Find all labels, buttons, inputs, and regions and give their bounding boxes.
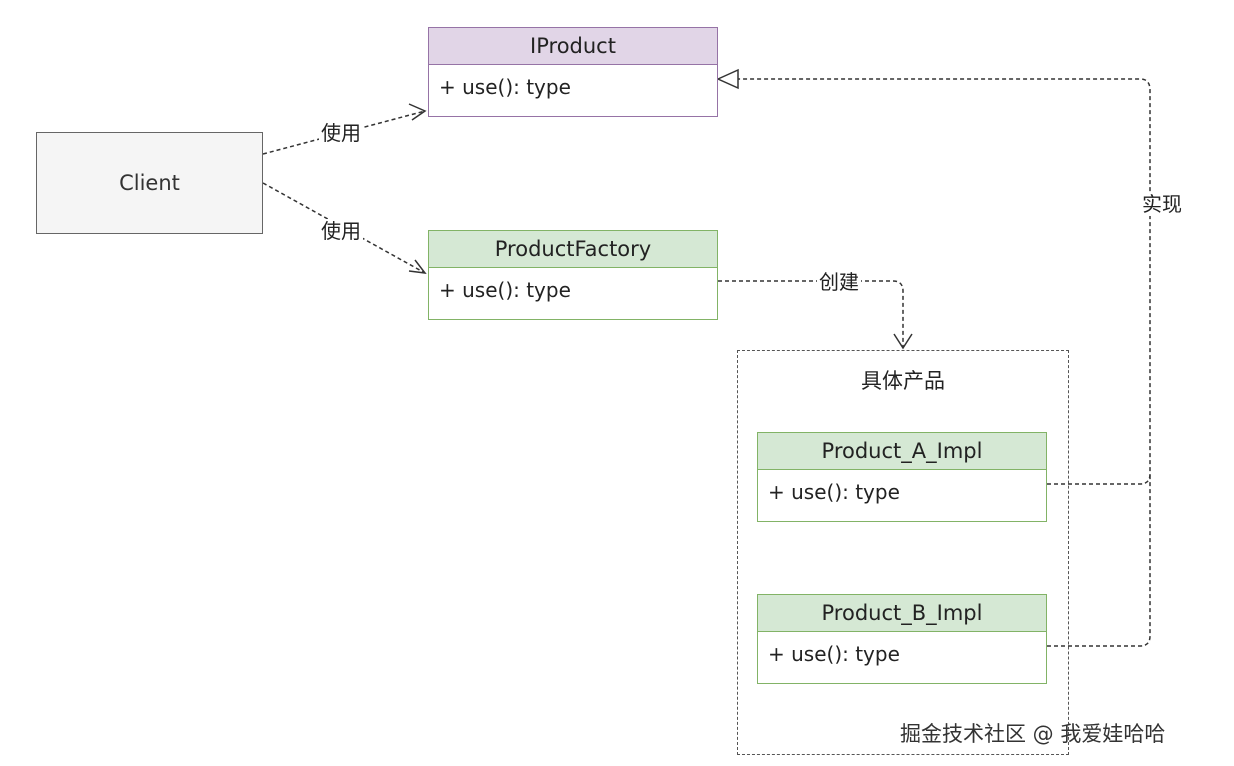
product-a-title: Product_A_Impl: [758, 433, 1046, 470]
edge-label-use-iproduct: 使用: [319, 121, 363, 145]
iproduct-title: IProduct: [429, 28, 717, 65]
iproduct-method: + use(): type: [439, 75, 571, 99]
product-b-impl-class[interactable]: Product_B_Impl + use(): type: [757, 594, 1047, 684]
product-a-method: + use(): type: [768, 480, 900, 504]
realization-triangle: [716, 68, 739, 90]
watermark-text: 掘金技术社区 @ 我爱娃哈哈: [900, 722, 1166, 746]
product-factory-title: ProductFactory: [429, 231, 717, 268]
group-title: 具体产品: [861, 369, 945, 393]
iproduct-interface[interactable]: IProduct + use(): type: [428, 27, 718, 117]
arrowhead-to-group: [893, 333, 913, 350]
product-factory-method: + use(): type: [439, 278, 571, 302]
client-node[interactable]: Client: [36, 132, 263, 234]
arrowhead-to-iproduct: [408, 103, 427, 121]
edge-label-use-factory: 使用: [319, 219, 363, 243]
product-a-impl-class[interactable]: Product_A_Impl + use(): type: [757, 432, 1047, 522]
product-b-method: + use(): type: [768, 642, 900, 666]
edge-factory-to-group: [718, 280, 904, 348]
client-label: Client: [119, 171, 180, 195]
product-b-title: Product_B_Impl: [758, 595, 1046, 632]
concrete-products-group[interactable]: 具体产品: [737, 350, 1069, 755]
edge-label-implements: 实现: [1140, 192, 1184, 216]
product-factory-class[interactable]: ProductFactory + use(): type: [428, 230, 718, 320]
edge-label-create: 创建: [817, 270, 861, 294]
arrowhead-to-factory: [408, 259, 427, 274]
